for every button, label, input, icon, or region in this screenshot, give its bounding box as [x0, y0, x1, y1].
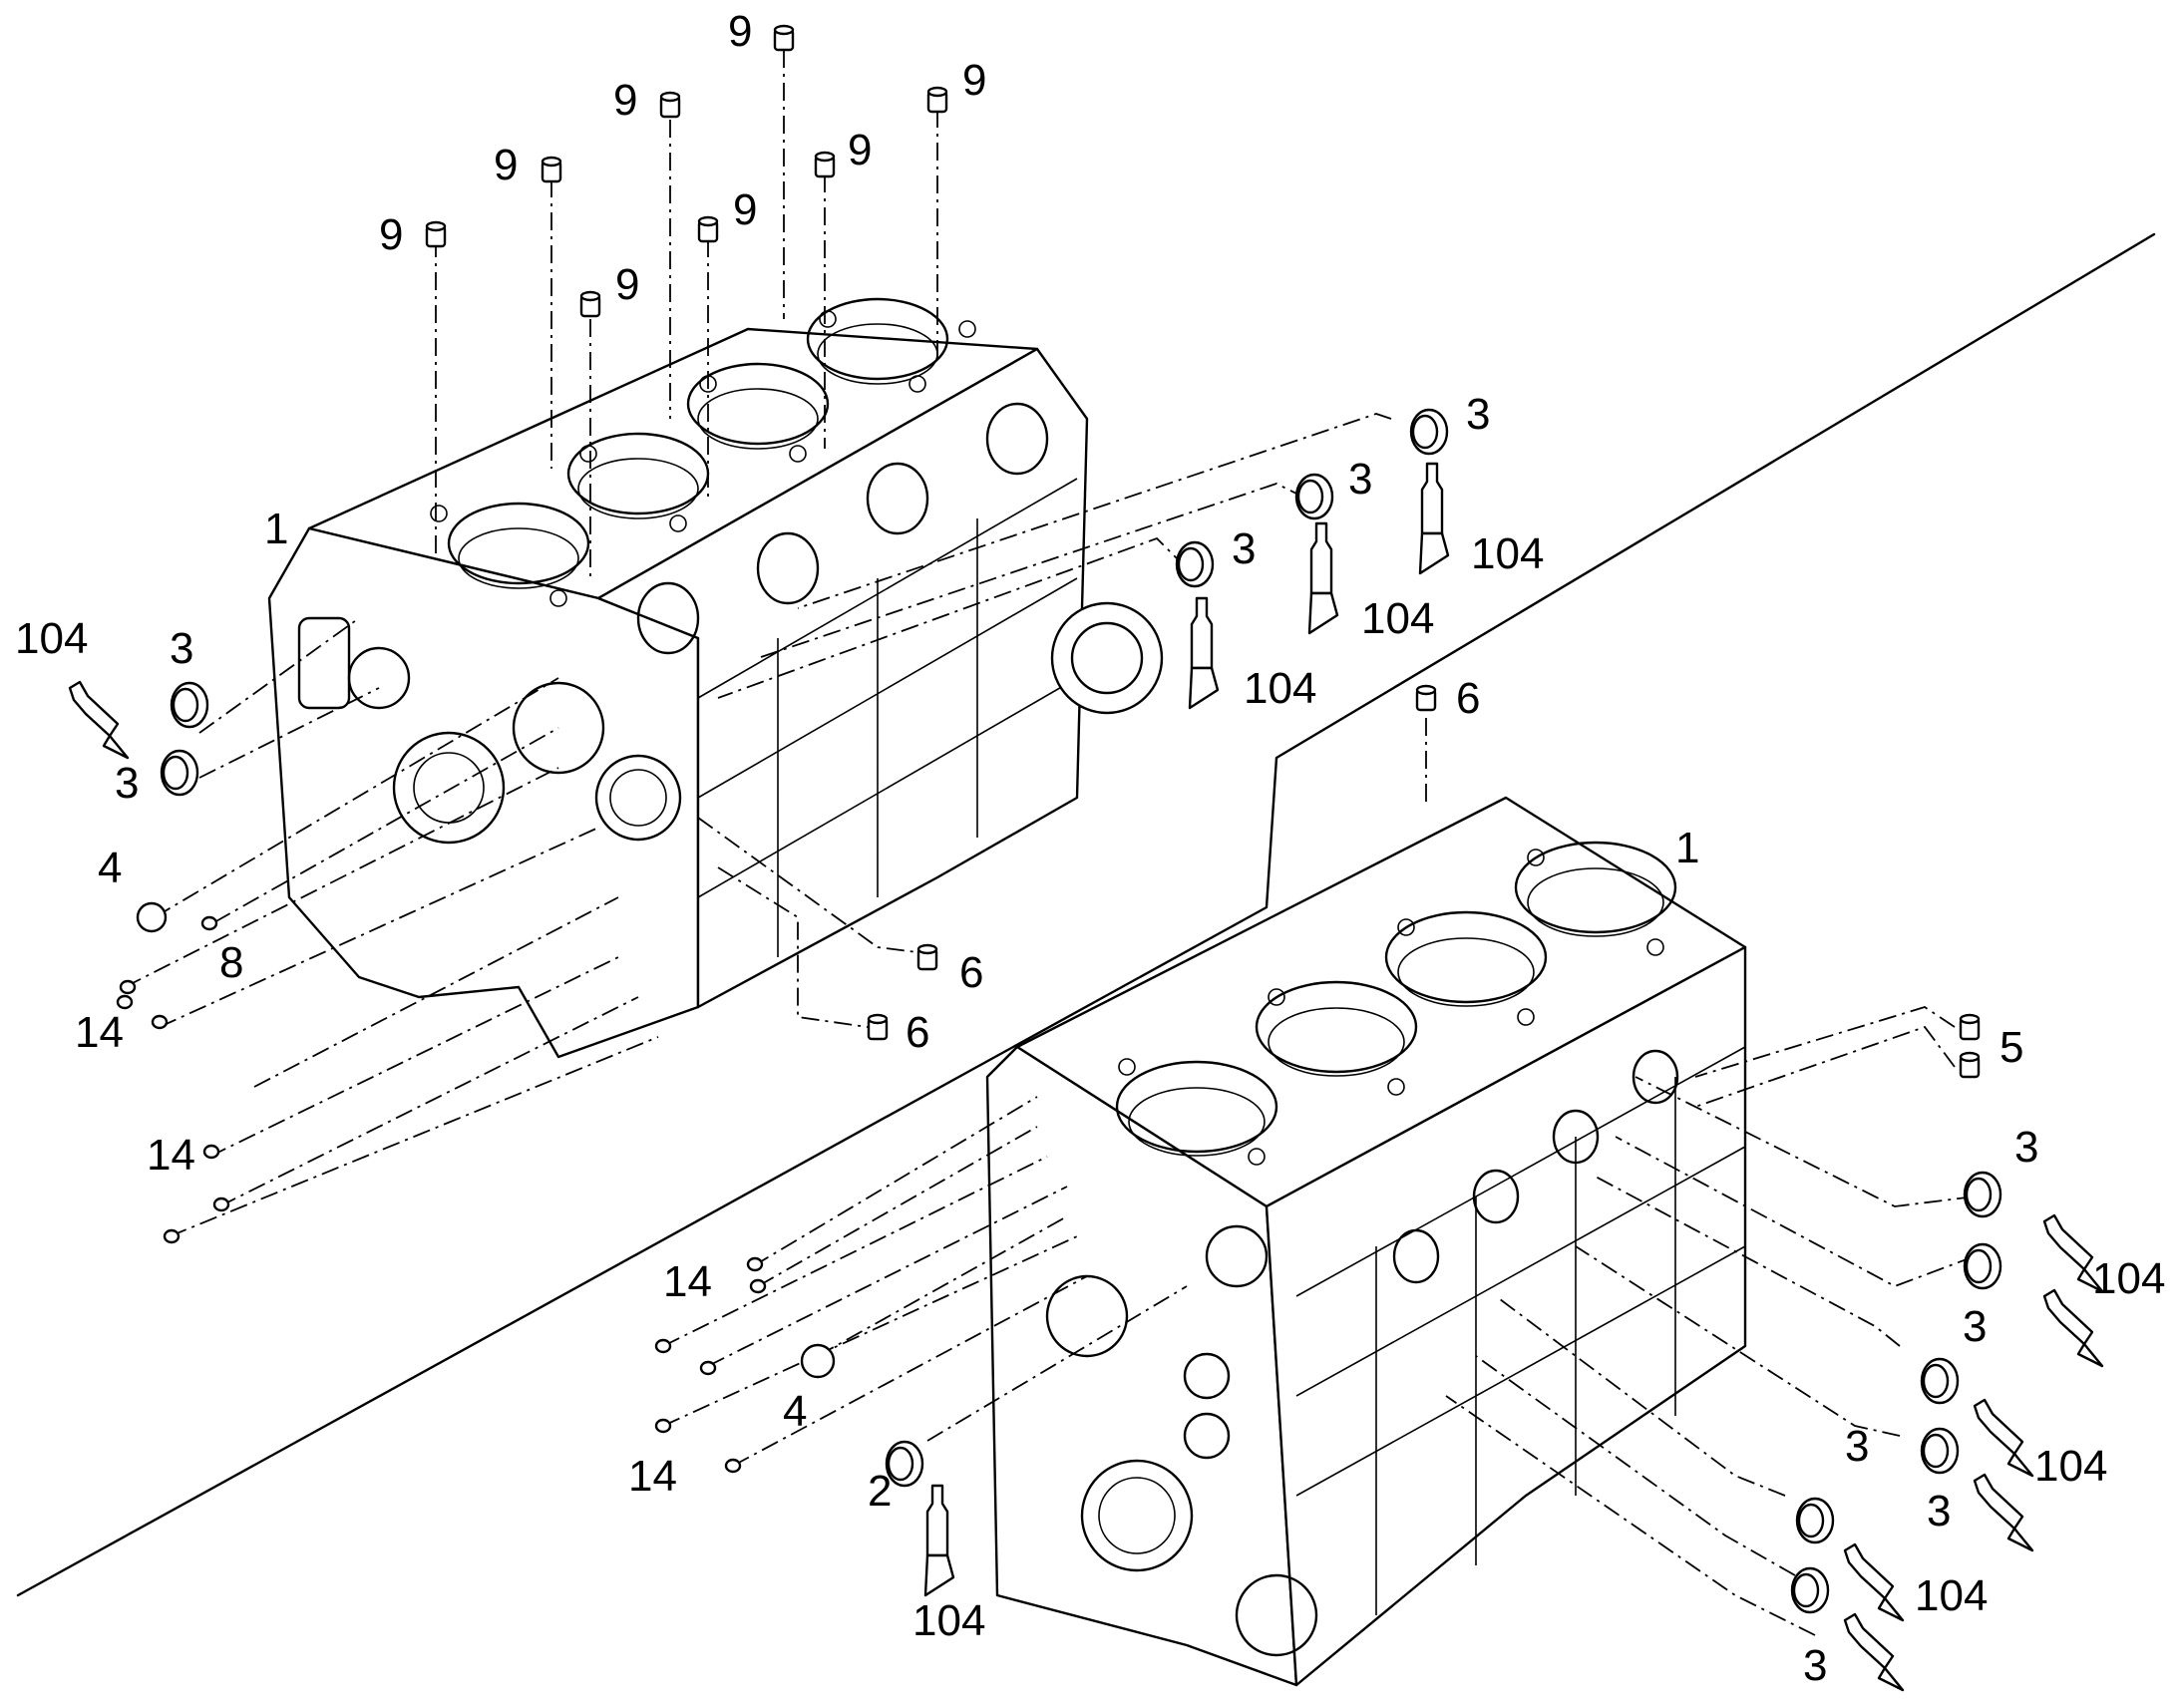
callout-3: 3	[1845, 1422, 1869, 1471]
callout-104: 104	[912, 1596, 985, 1645]
callout-104: 104	[1915, 1571, 1988, 1620]
callout-9: 9	[733, 185, 757, 234]
callout-104: 104	[1471, 529, 1544, 578]
callouts: 9 9 9 9 9 9 9 9 1 1 104 104 104 104 104 …	[15, 7, 2165, 1690]
callout-3: 3	[1963, 1302, 1987, 1351]
callout-9: 9	[728, 7, 752, 56]
callout-14: 14	[628, 1452, 677, 1501]
callout-3: 3	[1803, 1641, 1827, 1690]
callout-3: 3	[1232, 524, 1256, 573]
callout-104: 104	[2092, 1254, 2165, 1303]
lower-cylinder-block	[985, 796, 1747, 1687]
callout-9: 9	[494, 141, 518, 189]
separator-line	[16, 232, 2156, 1597]
callout-3: 3	[170, 624, 193, 673]
callout-9: 9	[615, 260, 639, 309]
callout-9: 9	[379, 210, 403, 259]
callout-4: 4	[783, 1387, 807, 1436]
callout-6: 6	[906, 1008, 929, 1057]
callout-9: 9	[848, 126, 872, 174]
callout-1: 1	[264, 505, 288, 553]
parts	[68, 24, 2104, 1692]
callout-104: 104	[1244, 664, 1316, 713]
callout-104: 104	[1361, 594, 1434, 643]
callout-3: 3	[1927, 1487, 1951, 1536]
callout-6: 6	[959, 948, 983, 997]
callout-4: 4	[98, 844, 122, 892]
callout-8: 8	[219, 938, 243, 987]
callout-6: 6	[1456, 674, 1480, 723]
callout-14: 14	[663, 1257, 712, 1306]
callout-1: 1	[1675, 824, 1699, 872]
leader-lines	[124, 50, 1976, 1636]
upper-cylinder-block	[267, 297, 1164, 1059]
callout-9: 9	[613, 76, 637, 125]
callout-104: 104	[2034, 1442, 2107, 1491]
callout-14: 14	[147, 1131, 195, 1180]
callout-3: 3	[2014, 1123, 2038, 1172]
callout-9: 9	[962, 56, 986, 105]
callout-14: 14	[75, 1008, 124, 1057]
callout-104: 104	[15, 614, 88, 663]
callout-3: 3	[1466, 390, 1490, 439]
callout-3: 3	[1348, 455, 1372, 504]
callout-3: 3	[115, 759, 139, 808]
callout-2: 2	[868, 1467, 892, 1516]
callout-5: 5	[1999, 1023, 2023, 1072]
